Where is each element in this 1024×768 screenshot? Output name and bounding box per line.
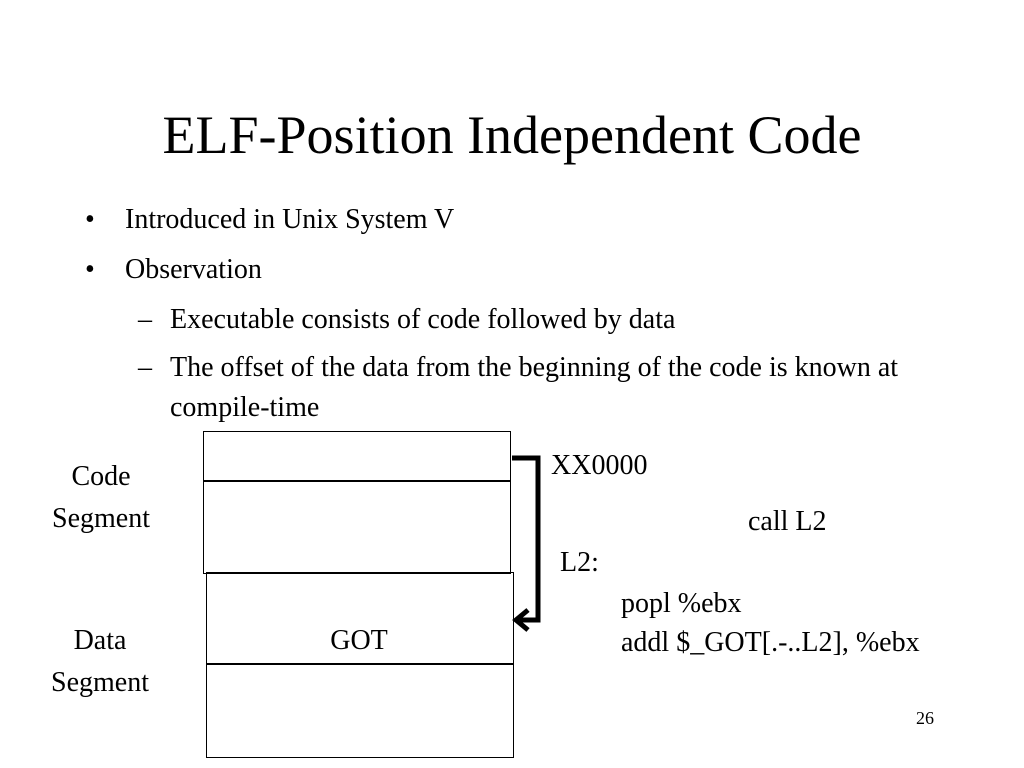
code-segment-label-line2: Segment	[52, 503, 150, 534]
bullet-item: • Introduced in Unix System V	[85, 200, 965, 240]
code-segment-header-block	[203, 431, 511, 482]
code-segment-label: Code Segment	[21, 456, 181, 540]
data-segment-label-line1: Data	[73, 625, 127, 656]
sub-bullet-text: The offset of the data from the beginnin…	[170, 352, 899, 423]
bullet-list: • Introduced in Unix System V • Observat…	[85, 200, 965, 436]
address-label: XX0000	[551, 450, 648, 481]
data-segment-label-line2: Segment	[51, 667, 149, 698]
bullet-text: Introduced in Unix System V	[125, 204, 455, 235]
bullet-text: Observation	[125, 254, 262, 285]
data-segment-lower-block	[206, 663, 514, 758]
slide-number: 26	[916, 708, 934, 728]
popl-instruction: popl %ebx	[621, 588, 742, 619]
label-l2: L2:	[560, 547, 599, 578]
got-label: GOT	[330, 625, 388, 656]
bullet-marker: •	[85, 204, 95, 235]
sub-bullet-item: – The offset of the data from the beginn…	[85, 348, 965, 428]
sub-bullet-marker: –	[138, 304, 152, 335]
bullet-marker: •	[85, 254, 95, 285]
sub-bullet-item: – Executable consists of code followed b…	[85, 300, 965, 340]
slide-title: ELF-Position Independent Code	[162, 105, 862, 165]
addl-instruction: addl $_GOT[.-..L2], %ebx	[621, 627, 920, 658]
data-segment-label: Data Segment	[20, 620, 180, 704]
sub-bullet-marker: –	[138, 352, 152, 383]
code-segment-block	[203, 480, 511, 574]
data-segment-upper-block	[206, 572, 514, 665]
call-instruction: call L2	[748, 506, 827, 537]
code-segment-label-line1: Code	[71, 461, 131, 492]
bullet-item: • Observation	[85, 250, 965, 290]
sub-bullet-text: Executable consists of code followed by …	[170, 304, 676, 335]
